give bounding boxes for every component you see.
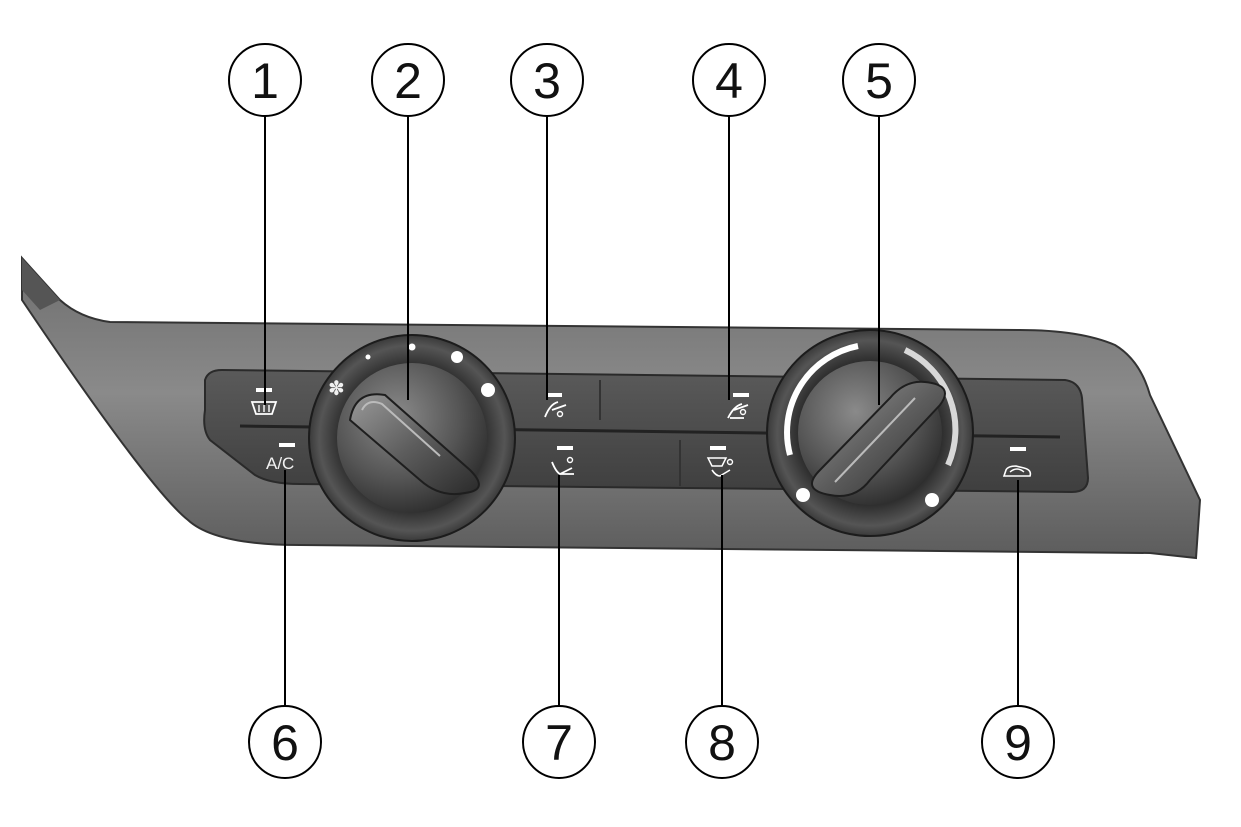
callout-2: 2 (371, 43, 445, 117)
ac-label: A/C (266, 454, 294, 473)
face-vent-indicator (546, 393, 562, 397)
svg-text:9: 9 (1004, 715, 1032, 771)
airflow-face-feet-icon (727, 403, 749, 419)
feet-vent-indicator (557, 446, 573, 450)
rear-window-defrost-icon (250, 401, 278, 415)
ac-button[interactable]: A/C (266, 443, 295, 473)
svg-text:3: 3 (533, 53, 561, 109)
face-feet-vent-button[interactable] (727, 393, 749, 419)
svg-text:1: 1 (251, 53, 279, 109)
temperature-max-indicator (925, 493, 939, 507)
fan-speed-knob[interactable]: ✽ (308, 334, 516, 542)
svg-text:✽: ✽ (328, 376, 345, 400)
temperature-scale-cold (784, 343, 859, 456)
svg-text:2: 2 (394, 53, 422, 109)
callout-7: 7 (522, 705, 596, 779)
callout-3: 3 (510, 43, 584, 117)
temperature-scale-hot (903, 347, 959, 467)
air-recirculation-icon (1002, 465, 1032, 477)
windshield-feet-indicator (710, 446, 726, 450)
control-panel (21, 255, 1202, 560)
callout-1: 1 (228, 43, 302, 117)
leader-lines (264, 115, 1019, 706)
svg-text:4: 4 (715, 53, 743, 109)
svg-text:7: 7 (545, 715, 573, 771)
feet-vent-button[interactable] (551, 446, 574, 476)
temperature-knob[interactable] (766, 329, 974, 537)
recirculation-button[interactable] (1002, 447, 1032, 477)
airflow-windshield-feet-icon (706, 457, 734, 477)
callout-9: 9 (981, 705, 1055, 779)
svg-text:8: 8 (708, 715, 736, 771)
svg-text:6: 6 (271, 715, 299, 771)
airflow-face-icon (544, 401, 567, 418)
callout-4: 4 (692, 43, 766, 117)
callouts: 1 2 3 4 5 6 7 8 (228, 43, 1055, 779)
fan-speed-indicators (365, 343, 495, 397)
callout-8: 8 (685, 705, 759, 779)
windshield-feet-button[interactable] (706, 446, 734, 477)
ac-indicator (279, 443, 295, 447)
fan-icon: ✽ (328, 376, 345, 400)
face-vent-button[interactable] (544, 393, 567, 418)
recirculation-indicator (1010, 447, 1026, 451)
svg-text:5: 5 (865, 53, 893, 109)
temperature-min-indicator (796, 488, 810, 502)
airflow-feet-icon (551, 456, 574, 476)
face-feet-vent-indicator (733, 393, 749, 397)
callout-6: 6 (248, 705, 322, 779)
callout-5: 5 (842, 43, 916, 117)
